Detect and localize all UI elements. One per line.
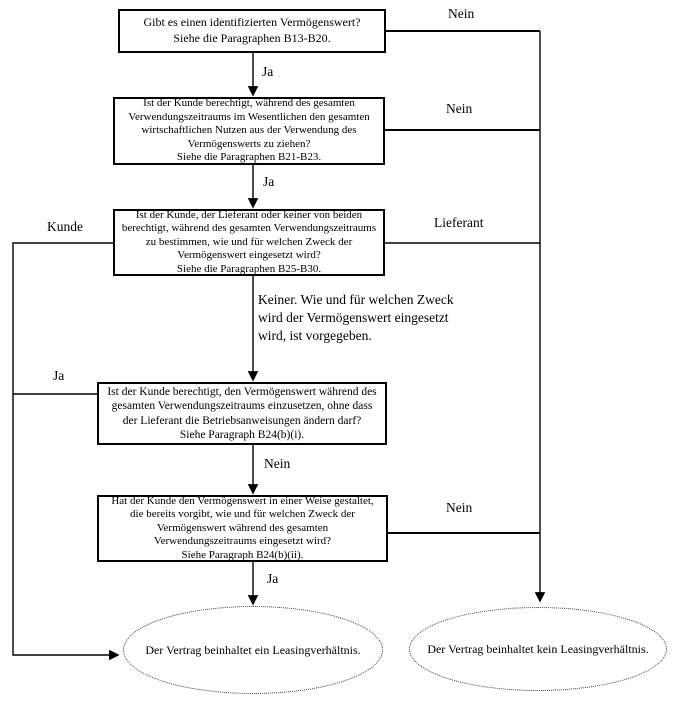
terminal-contract-is-lease: Der Vertrag beinhaltet ein Leasingverhäl… xyxy=(123,606,383,694)
paragraph-reference: Siehe die Paragraphen B13-B20. xyxy=(173,31,331,45)
edge-label-lieferant: Lieferant xyxy=(434,214,484,233)
question-text: Gibt es einen identifizierten Vermögensw… xyxy=(143,15,361,30)
question-text: Ist der Kunde, der Lieferant oder keiner… xyxy=(121,208,377,262)
edge-label-kunde: Kunde xyxy=(47,218,83,237)
edge-label-nein-2: Nein xyxy=(446,100,473,119)
edge-label-ja-2: Ja xyxy=(263,173,275,192)
terminal-text: Der Vertrag beinhaltet kein Leasingverhä… xyxy=(427,641,649,656)
terminal-text: Der Vertrag beinhaltet ein Leasingverhäl… xyxy=(145,642,361,657)
edge-label-nein-4: Nein xyxy=(446,499,473,518)
paragraph-reference: Siehe die Paragraphen B21-B23. xyxy=(176,151,322,164)
question-box-identified-asset: Gibt es einen identifizierten Vermögensw… xyxy=(118,9,386,53)
edge-label-nein-1: Nein xyxy=(448,5,475,24)
question-box-economic-benefits: Ist der Kunde berechtigt, während des ge… xyxy=(113,97,385,165)
paragraph-reference: Siehe Paragraph B24(b)(i). xyxy=(179,428,305,441)
paragraph-reference: Siehe Paragraph B24(b)(ii). xyxy=(181,548,304,561)
edge-label-nein-3: Nein xyxy=(264,455,291,474)
edge-q3-kunde xyxy=(12,242,120,661)
question-text: Ist der Kunde berechtigt, den Vermögensw… xyxy=(107,386,377,427)
question-box-who-directs-use: Ist der Kunde, der Lieferant oder keiner… xyxy=(113,209,385,276)
question-box-designed-asset: Hat der Kunde den Vermögenswert in einer… xyxy=(97,495,388,562)
edge-label-keiner: Keiner. Wie und für welchen Zweck wird d… xyxy=(258,291,480,346)
edge-label-ja-1: Ja xyxy=(262,63,274,82)
question-text: Ist der Kunde berechtigt, während des ge… xyxy=(128,97,370,150)
question-text: Hat der Kunde den Vermögenswert in einer… xyxy=(111,494,374,548)
question-box-operate-asset: Ist der Kunde berechtigt, den Vermögensw… xyxy=(97,382,387,445)
edge-label-ja-3: Ja xyxy=(53,367,65,386)
edge-label-ja-4: Ja xyxy=(267,570,279,589)
paragraph-reference: Siehe die Paragraphen B25-B30. xyxy=(176,262,322,275)
terminal-contract-is-not-lease: Der Vertrag beinhaltet kein Leasingverhä… xyxy=(409,607,667,691)
